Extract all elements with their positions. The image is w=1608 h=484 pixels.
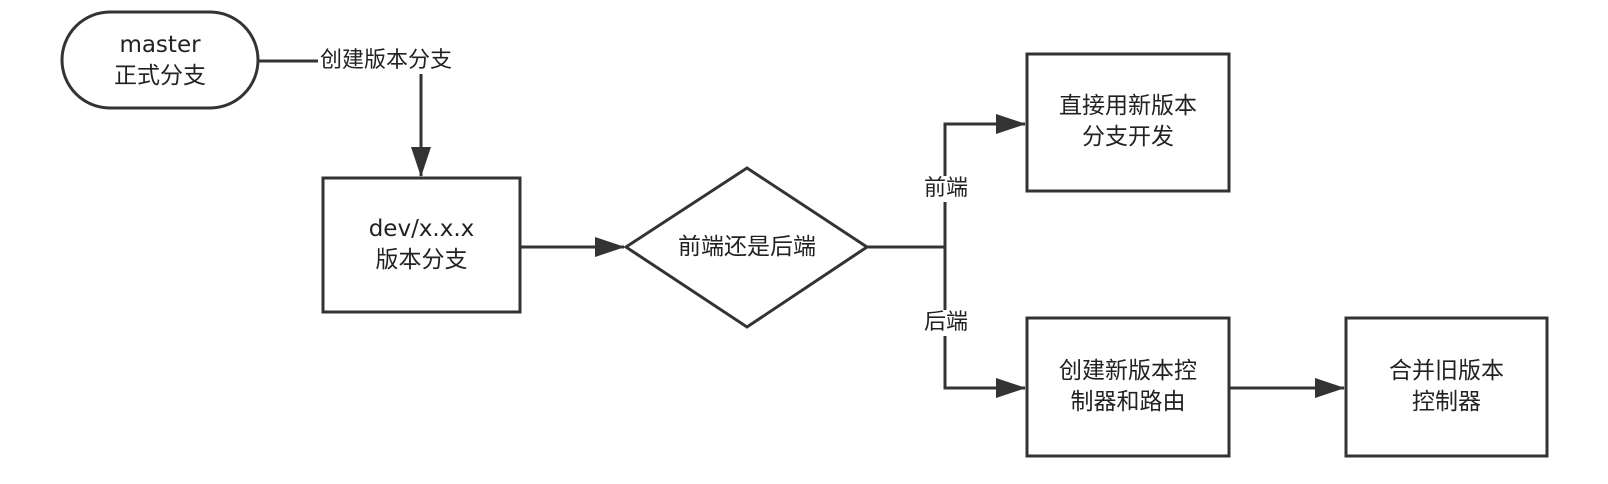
backend-action-node-label: 创建新版本控 制器和路由 [1027, 356, 1229, 418]
merge-action-node [1344, 316, 1549, 458]
dev-branch-node-line2: 版本分支 [375, 247, 468, 273]
backend-action-line2: 制器和路由 [1070, 389, 1186, 415]
decision-node-label: 前端还是后端 [626, 232, 868, 263]
edge-label-create-branch: 创建版本分支 [318, 48, 455, 74]
dev-branch-node [321, 176, 522, 314]
frontend-action-node-label: 直接用新版本 分支开发 [1027, 91, 1229, 153]
dev-branch-node-line1: dev/x.x.x [368, 216, 475, 242]
master-node-line2: 正式分支 [114, 63, 206, 89]
edge-label-frontend: 前端 [922, 176, 971, 202]
frontend-action-line1: 直接用新版本 [1059, 93, 1197, 119]
merge-action-node-label: 合并旧版本 控制器 [1346, 356, 1547, 418]
edge-to-frontend [943, 114, 1026, 247]
master-node-label: master 正式分支 [62, 30, 258, 92]
merge-action-line1: 合并旧版本 [1389, 358, 1504, 384]
edge-label-backend: 后端 [922, 310, 971, 336]
backend-action-line1: 创建新版本控 [1059, 358, 1197, 384]
master-node-line1: master [119, 32, 201, 58]
edge-to-backend [943, 247, 1026, 398]
frontend-action-node [1025, 52, 1231, 193]
frontend-action-line2: 分支开发 [1082, 124, 1174, 150]
merge-action-line2: 控制器 [1412, 389, 1481, 415]
edge-master-to-dev [258, 59, 431, 177]
backend-action-node [1025, 316, 1231, 458]
dev-branch-node-label: dev/x.x.x 版本分支 [323, 214, 520, 276]
decision-node-text: 前端还是后端 [678, 234, 816, 260]
